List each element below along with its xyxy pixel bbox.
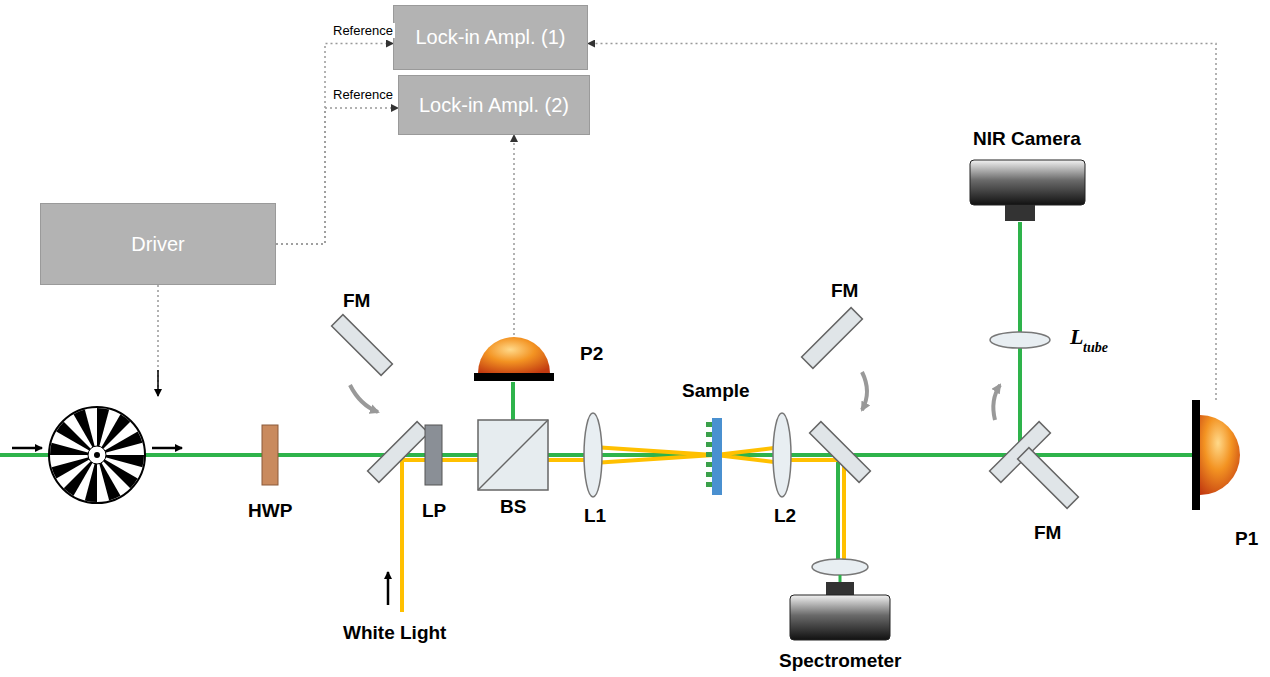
part-label: HWP xyxy=(248,500,292,522)
nir-camera-part xyxy=(1005,205,1035,221)
detector-label: P2 xyxy=(580,343,603,365)
flip-mirror-part xyxy=(810,422,871,483)
chopper-hub xyxy=(88,446,106,464)
beam-arrows-part xyxy=(12,447,42,450)
nir-camera xyxy=(970,160,1085,221)
chopper-hub xyxy=(94,452,100,458)
flip-mirror-part xyxy=(368,422,429,483)
sample xyxy=(706,418,722,495)
part-label: FM xyxy=(831,280,858,302)
detector-symbol xyxy=(474,335,554,381)
linear-polarizer xyxy=(425,425,442,485)
lens-part xyxy=(990,332,1050,348)
spectrometer-camera-part xyxy=(826,582,854,596)
flip-arrow xyxy=(350,372,1000,420)
lens-part xyxy=(773,413,791,497)
sample-pillar xyxy=(706,442,712,447)
box-label: Lock-in Ampl. (1) xyxy=(415,26,565,49)
part-label: NIR Camera xyxy=(973,128,1081,150)
detector-dome xyxy=(478,337,550,373)
part-label: L1 xyxy=(584,505,606,527)
sample-pillar xyxy=(706,472,712,477)
math-label: L xyxy=(1070,324,1083,350)
half-wave-plate xyxy=(262,425,278,485)
beam-splitter-part xyxy=(478,420,548,490)
part-label: Sample xyxy=(682,380,750,402)
beam-arrows-part xyxy=(387,572,390,605)
flip-mirror-part xyxy=(802,308,863,369)
white-light-beam-part xyxy=(593,447,714,463)
spectrometer-camera xyxy=(790,575,890,640)
signal-connector xyxy=(276,44,393,245)
driver-wire-part xyxy=(157,370,159,396)
beam-splitter xyxy=(478,420,548,490)
nir-camera-part xyxy=(970,160,1085,205)
lens-part xyxy=(584,413,602,497)
part-label: LP xyxy=(422,500,446,522)
half-wave-plate-part xyxy=(262,425,278,485)
detector-base xyxy=(1192,400,1200,510)
photodetector: P1 xyxy=(1192,400,1240,510)
flip-arrow-part xyxy=(993,385,1000,420)
lens-part xyxy=(812,559,868,575)
optical-chopper-part xyxy=(49,407,145,503)
linear-polarizer-part xyxy=(425,425,442,485)
flip-mirror xyxy=(332,308,1079,509)
photodetector: P2 xyxy=(474,335,554,381)
box-label: Lock-in Ampl. (2) xyxy=(419,94,569,117)
flip-arrow-part xyxy=(350,385,378,412)
part-label: FM xyxy=(343,290,370,312)
part-label: L2 xyxy=(774,505,796,527)
lock-in-amplifier: Lock-in Ampl. (1) xyxy=(393,5,588,70)
detector-base xyxy=(474,373,554,381)
box-label: Driver xyxy=(131,233,184,256)
part-label: BS xyxy=(500,496,526,518)
signal-connector xyxy=(588,44,1216,401)
part-label: FM xyxy=(1034,522,1061,544)
flip-mirror-part xyxy=(1018,448,1079,509)
driver-wire xyxy=(158,285,159,396)
signal-connector xyxy=(276,108,398,244)
beam-splitter-part xyxy=(478,420,548,490)
driver-box: Driver xyxy=(40,203,276,285)
part-label: White Light xyxy=(343,622,446,644)
signal-connector xyxy=(513,135,515,335)
lock-in-amplifier: Lock-in Ampl. (2) xyxy=(398,75,590,135)
detector-symbol xyxy=(1192,400,1240,510)
edge-label: Reference xyxy=(331,87,395,102)
detector-dome xyxy=(1200,415,1240,495)
green-beam-part xyxy=(836,455,840,560)
optical-chopper xyxy=(49,407,145,503)
sample-pillar xyxy=(706,482,712,487)
beam-arrows-part xyxy=(152,447,182,450)
lens xyxy=(584,332,1050,575)
sample-pillar xyxy=(706,432,712,437)
detector-label: P1 xyxy=(1235,528,1258,550)
spectrometer-camera-part xyxy=(790,595,890,640)
flip-mirror-part xyxy=(332,315,393,376)
sample-pillar xyxy=(706,462,712,467)
sample-pillar xyxy=(706,452,712,457)
white-light-beam-part xyxy=(716,447,782,463)
edge-label: Reference xyxy=(331,23,395,38)
sample-pillar xyxy=(706,422,712,427)
flip-arrow-part xyxy=(862,372,867,410)
part-label: Spectrometer xyxy=(779,650,902,672)
math-label: tube xyxy=(1083,340,1108,356)
sample-part xyxy=(712,418,722,495)
